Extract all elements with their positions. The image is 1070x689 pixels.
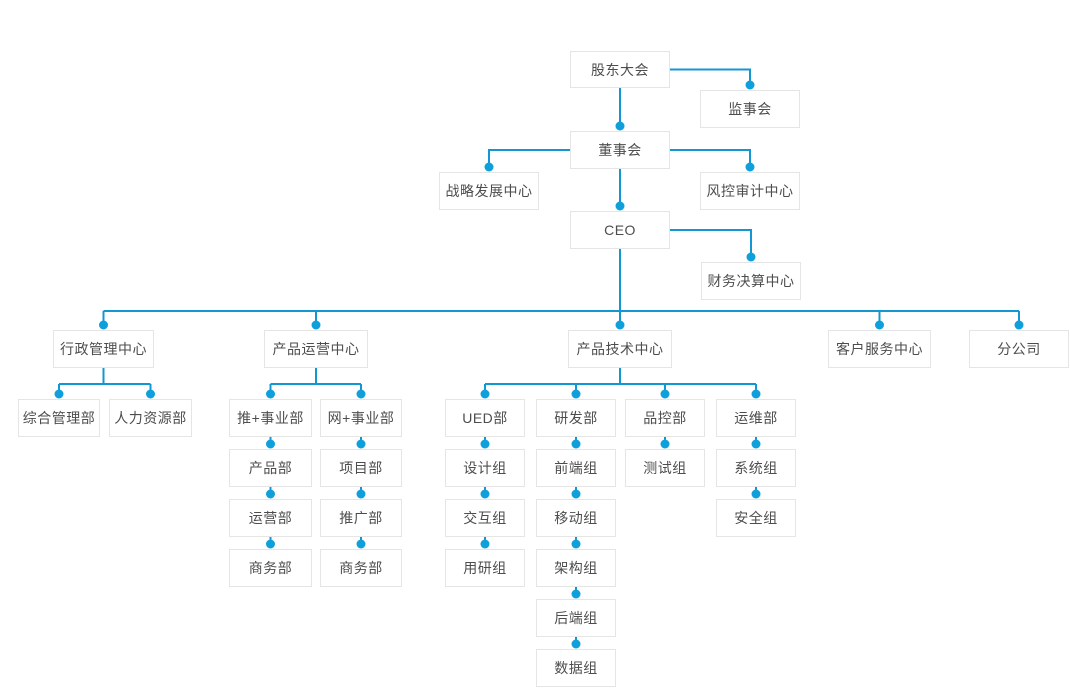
org-node-ued: UED部 (445, 399, 525, 437)
org-node-xiangmubu: 项目部 (320, 449, 402, 487)
org-node-ceo: CEO (570, 211, 670, 249)
org-node-zonghe: 综合管理部 (18, 399, 100, 437)
connector-dot (751, 489, 761, 499)
org-node-gudong: 股东大会 (570, 51, 670, 88)
org-node-chanpinjishu: 产品技术中心 (568, 330, 672, 368)
connector-dot (266, 539, 275, 549)
connector-dot (660, 389, 670, 399)
org-node-yunyingbu: 运营部 (229, 499, 312, 537)
connector-dot (571, 389, 581, 399)
org-node-chanpinbu: 产品部 (229, 449, 312, 487)
connector-dot (1014, 320, 1024, 330)
connector-dot (615, 201, 625, 211)
connector-dot (146, 389, 155, 399)
org-node-shujuzu: 数据组 (536, 649, 616, 687)
connector-dot (875, 320, 884, 330)
connector-dot (356, 439, 366, 449)
connector-dot (571, 589, 581, 599)
org-node-tui: 推+事业部 (229, 399, 312, 437)
org-node-shejizu: 设计组 (445, 449, 525, 487)
connector-dot (751, 439, 761, 449)
connector-dot (480, 539, 490, 549)
org-node-tuiguangbu: 推广部 (320, 499, 402, 537)
connector-dot (266, 439, 275, 449)
connector-dot (751, 389, 761, 399)
connector-dot (615, 320, 625, 330)
org-node-shangwubu_tui: 商务部 (229, 549, 312, 587)
connector-dot (746, 252, 756, 262)
org-node-jiaohuzu: 交互组 (445, 499, 525, 537)
org-node-houduanzu: 后端组 (536, 599, 616, 637)
org-node-caiwu: 财务决算中心 (701, 262, 801, 300)
org-node-qianduanzu: 前端组 (536, 449, 616, 487)
org-node-xingzheng: 行政管理中心 (53, 330, 154, 368)
connector-dot (480, 439, 490, 449)
connector-dot (745, 162, 755, 172)
org-node-fengkong: 风控审计中心 (700, 172, 800, 210)
connector-dot (356, 539, 366, 549)
org-node-xitongzu: 系统组 (716, 449, 796, 487)
connector-dot (571, 439, 581, 449)
connector-dot (99, 320, 108, 330)
org-node-renli: 人力资源部 (109, 399, 192, 437)
org-node-chanpinyunying: 产品运营中心 (264, 330, 368, 368)
org-node-wang: 网+事业部 (320, 399, 402, 437)
org-node-yidongzu: 移动组 (536, 499, 616, 537)
connector-dot (266, 389, 275, 399)
connector-dot (745, 80, 755, 90)
org-node-kehufuwu: 客户服务中心 (828, 330, 931, 368)
org-node-jiagouzu: 架构组 (536, 549, 616, 587)
connector-dot (571, 489, 581, 499)
connector-dot (571, 639, 581, 649)
connector-dot (660, 439, 670, 449)
connector-dot (356, 489, 366, 499)
org-node-pinkong: 品控部 (625, 399, 705, 437)
connector-dot (356, 389, 366, 399)
connector-dot (615, 121, 625, 131)
connector-dot (480, 389, 490, 399)
connector-dot (484, 162, 494, 172)
connector-dot (54, 389, 64, 399)
org-node-anquanzu: 安全组 (716, 499, 796, 537)
connector-dot (311, 320, 321, 330)
connector-dot (480, 489, 490, 499)
org-node-zhanlue: 战略发展中心 (439, 172, 539, 210)
org-node-shangwubu_wang: 商务部 (320, 549, 402, 587)
org-node-fengongsi: 分公司 (969, 330, 1069, 368)
connector-dot (266, 489, 275, 499)
org-node-jianshihui: 监事会 (700, 90, 800, 128)
org-node-yongyanzu: 用研组 (445, 549, 525, 587)
org-node-ceshizu: 测试组 (625, 449, 705, 487)
connector-dot (571, 539, 581, 549)
org-node-dongshihui: 董事会 (570, 131, 670, 169)
org-node-yanfa: 研发部 (536, 399, 616, 437)
org-node-yunwei: 运维部 (716, 399, 796, 437)
